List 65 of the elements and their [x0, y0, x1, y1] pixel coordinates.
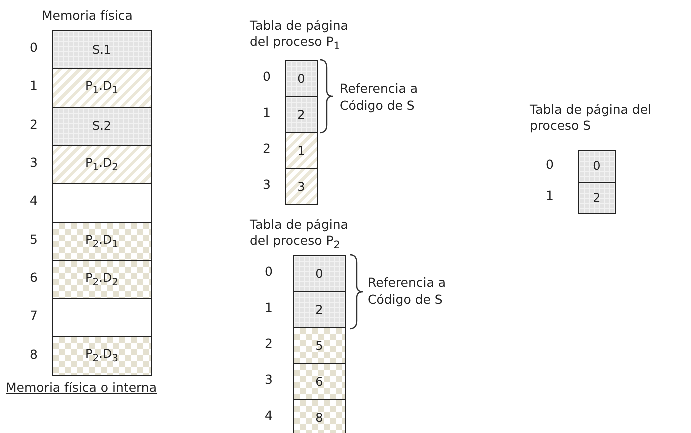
page-entry — [578, 150, 616, 183]
cell-text: 2 — [316, 302, 324, 317]
row-number: 0 — [29, 40, 39, 56]
row-number: 2 — [29, 116, 39, 132]
bracket-label: Referencia a Código de S — [340, 80, 420, 114]
row-number: 0 — [264, 264, 274, 279]
row-number: 3 — [29, 155, 39, 170]
page-entry — [293, 255, 346, 292]
cell-text: P$_{1}$.D$_{2}$ — [85, 156, 119, 174]
row-number: 1 — [545, 188, 555, 204]
row-number: 2 — [262, 141, 272, 156]
page-entry — [293, 291, 346, 328]
cell-text: 8 — [316, 410, 324, 425]
empty-frame — [52, 298, 152, 338]
row-number: 1 — [264, 300, 274, 315]
row-number: 3 — [262, 177, 272, 192]
page-entry — [578, 182, 616, 214]
cell-text: 5 — [316, 338, 324, 353]
cell-text: 2 — [298, 108, 306, 122]
cell-text: 1 — [298, 144, 306, 158]
cell-text: P$_{2}$.D$_{1}$ — [85, 232, 119, 250]
cell-text: 2 — [593, 190, 601, 205]
row-number: 4 — [29, 193, 39, 208]
page-entry — [293, 399, 346, 433]
row-number: 7 — [29, 308, 39, 324]
page-entry — [285, 60, 318, 98]
cell-text: 3 — [298, 180, 306, 194]
cell-text: S.2 — [92, 119, 112, 134]
row-number: 8 — [29, 346, 39, 362]
page-entry — [293, 327, 346, 364]
row-number: 2 — [264, 336, 274, 351]
memory-frame — [52, 336, 152, 376]
cell-text: 6 — [316, 374, 324, 389]
row-number: 1 — [29, 78, 39, 94]
row-number: 3 — [264, 372, 274, 387]
cell-text: P$_{2}$.D$_{2}$ — [85, 270, 119, 288]
cell-text: P$_{1}$.D$_{1}$ — [85, 79, 119, 97]
page-entry — [293, 363, 346, 400]
table-heading: Tabla de página del proceso P$_{2}$ — [250, 217, 350, 254]
table-heading: Tabla de página del proceso P$_{1}$ — [250, 18, 350, 54]
memory-frame — [52, 68, 152, 108]
table-heading: Tabla de página del proceso S — [530, 102, 653, 134]
cell-text: P$_{2}$.D$_{3}$ — [85, 347, 119, 365]
empty-frame — [52, 183, 152, 223]
cell-text: S.1 — [92, 42, 112, 57]
cell-text: 0 — [316, 266, 324, 281]
row-number: 0 — [262, 69, 272, 84]
memory-frame — [52, 106, 152, 146]
table-caption: Memoria física o interna — [6, 380, 158, 395]
memory-frame — [52, 222, 152, 262]
row-number: 4 — [264, 408, 274, 423]
table-heading: Memoria física — [42, 8, 134, 24]
row-number: 5 — [29, 232, 39, 247]
page-entry — [285, 168, 318, 206]
row-number: 1 — [262, 105, 272, 120]
row-number: 6 — [29, 270, 39, 285]
memory-frame — [52, 144, 152, 184]
row-number: 0 — [545, 156, 555, 172]
memory-frame — [52, 260, 152, 300]
page-entry — [285, 132, 318, 170]
cell-text: 0 — [593, 159, 601, 174]
cell-text: 0 — [298, 72, 306, 86]
memory-frame — [52, 30, 152, 70]
page-entry — [285, 96, 318, 134]
bracket-label: Referencia a Código de S — [368, 274, 448, 308]
